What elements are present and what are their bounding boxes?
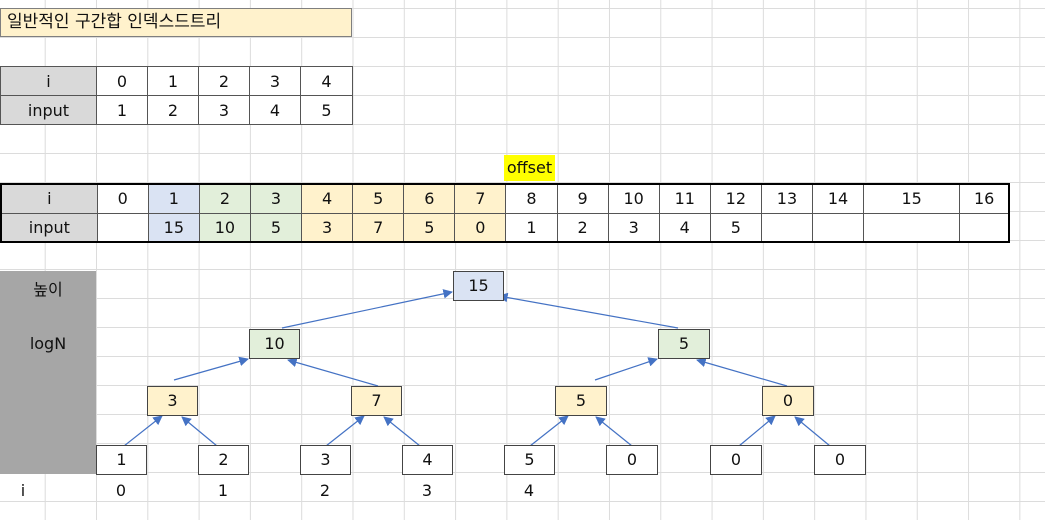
row-header-input[interactable]: input bbox=[0, 95, 97, 125]
tree-leaf[interactable]: 0 bbox=[710, 445, 762, 475]
table-row-index: i 0 1 2 3 4 bbox=[0, 66, 353, 96]
cell[interactable]: 5 bbox=[709, 212, 762, 243]
cell[interactable]: 5 bbox=[300, 95, 353, 125]
cell[interactable]: 5 bbox=[352, 183, 405, 214]
cell[interactable]: 10 bbox=[198, 212, 251, 243]
cell[interactable]: 3 bbox=[607, 212, 660, 243]
tree-leaf[interactable]: 3 bbox=[300, 445, 351, 475]
tree-node[interactable]: 5 bbox=[555, 386, 607, 416]
row-header-i[interactable]: i bbox=[0, 183, 98, 214]
logn-label[interactable]: logN bbox=[29, 334, 67, 353]
edge-arrow bbox=[123, 415, 163, 447]
cell[interactable]: 0 bbox=[454, 212, 507, 243]
tree-array-table: i 0 1 2 3 4 5 6 7 8 9 10 11 12 13 14 15 … bbox=[0, 183, 1010, 243]
cell[interactable]: 5 bbox=[249, 212, 303, 243]
row-header-i[interactable]: i bbox=[0, 66, 97, 96]
edge-arrow bbox=[325, 415, 365, 447]
tree-node[interactable]: 5 bbox=[658, 329, 710, 359]
cell[interactable]: 2 bbox=[198, 66, 250, 96]
tree-node[interactable]: 10 bbox=[249, 329, 300, 359]
edge-arrow bbox=[287, 357, 379, 387]
cell[interactable]: 0 bbox=[96, 183, 149, 214]
cell[interactable]: 6 bbox=[403, 183, 456, 214]
edge-arrow bbox=[594, 357, 658, 381]
sheet-title[interactable]: 일반적인 구간합 인덱스드트리 bbox=[0, 8, 352, 37]
edge-arrow bbox=[173, 356, 249, 381]
tree-node[interactable]: 3 bbox=[147, 386, 198, 416]
bottom-index-cell[interactable]: 1 bbox=[217, 481, 229, 500]
edge-arrow bbox=[181, 416, 218, 447]
cell[interactable]: 2 bbox=[147, 95, 199, 125]
cell[interactable]: 7 bbox=[454, 183, 507, 214]
cell[interactable]: 1 bbox=[147, 183, 200, 214]
cell[interactable]: 3 bbox=[249, 183, 303, 214]
cell[interactable]: 15 bbox=[863, 183, 961, 214]
tree-node[interactable]: 0 bbox=[762, 386, 814, 416]
cell[interactable]: 3 bbox=[198, 95, 250, 125]
bottom-index-cell[interactable]: 3 bbox=[421, 481, 433, 500]
table-row-input: input 1 2 3 4 5 bbox=[0, 95, 353, 125]
cell[interactable]: 3 bbox=[249, 66, 301, 96]
cell[interactable]: 1 bbox=[96, 95, 148, 125]
tree-leaf[interactable]: 2 bbox=[198, 445, 249, 475]
bottom-index-cell[interactable]: 4 bbox=[523, 481, 535, 500]
cell[interactable]: 1 bbox=[505, 212, 558, 243]
bottom-index-cell[interactable]: 0 bbox=[115, 481, 127, 500]
tree-leaf[interactable]: 4 bbox=[402, 445, 453, 475]
cell[interactable]: 14 bbox=[811, 183, 865, 214]
cell[interactable] bbox=[959, 212, 1010, 243]
tree-leaf[interactable]: 0 bbox=[606, 445, 658, 475]
cell[interactable]: 16 bbox=[959, 183, 1010, 214]
tree-leaf[interactable]: 1 bbox=[96, 445, 147, 475]
offset-label[interactable]: offset bbox=[504, 155, 555, 181]
cell[interactable]: 12 bbox=[709, 183, 762, 214]
cell[interactable]: 15 bbox=[147, 212, 200, 243]
row-header-input[interactable]: input bbox=[0, 212, 98, 243]
cell[interactable]: 7 bbox=[352, 212, 405, 243]
height-label[interactable]: 높이 bbox=[33, 280, 63, 299]
edge-arrow bbox=[529, 415, 569, 447]
tree-node[interactable]: 7 bbox=[351, 386, 402, 416]
cell[interactable] bbox=[96, 212, 149, 243]
edge-arrow bbox=[738, 415, 776, 447]
tree-leaf[interactable]: 5 bbox=[504, 445, 555, 475]
cell[interactable]: 3 bbox=[301, 212, 354, 243]
edge-arrow bbox=[794, 416, 831, 447]
height-sidebar bbox=[0, 271, 96, 474]
cell[interactable] bbox=[811, 212, 865, 243]
cell[interactable]: 2 bbox=[556, 212, 609, 243]
edge-arrow bbox=[696, 357, 788, 387]
cell[interactable]: 4 bbox=[300, 66, 353, 96]
edge-arrow bbox=[281, 289, 453, 329]
tree-leaf[interactable]: 0 bbox=[814, 445, 866, 475]
cell[interactable] bbox=[760, 212, 814, 243]
table-row-input: input 15 10 5 3 7 5 0 1 2 3 4 5 bbox=[0, 212, 1010, 243]
cell[interactable]: 4 bbox=[658, 212, 711, 243]
edge-arrow bbox=[498, 292, 679, 329]
cell[interactable]: 2 bbox=[198, 183, 251, 214]
bottom-index-cell[interactable]: 2 bbox=[319, 481, 331, 500]
cell[interactable]: 10 bbox=[607, 183, 660, 214]
edge-arrow bbox=[595, 416, 633, 447]
cell[interactable]: 1 bbox=[147, 66, 199, 96]
table-row-index: i 0 1 2 3 4 5 6 7 8 9 10 11 12 13 14 15 … bbox=[0, 183, 1010, 214]
input-table: i 0 1 2 3 4 input 1 2 3 4 5 bbox=[0, 66, 353, 125]
edge-arrow bbox=[383, 416, 421, 447]
tree-node-root[interactable]: 15 bbox=[453, 271, 504, 301]
bottom-row-label[interactable]: i bbox=[20, 481, 26, 500]
cell[interactable]: 5 bbox=[403, 212, 456, 243]
